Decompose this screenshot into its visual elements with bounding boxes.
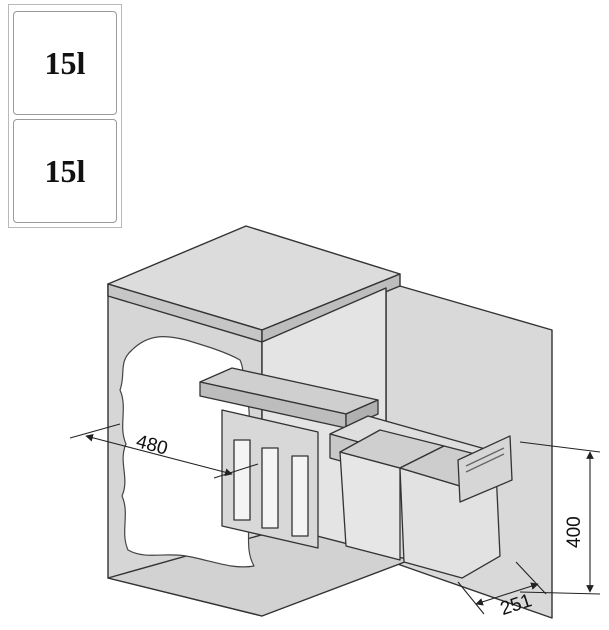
capacity-legend: 15l 15l	[8, 4, 122, 228]
height-dimension-label: 400	[564, 516, 585, 548]
bin-capacity-label: 15l	[44, 152, 86, 189]
dimension-lines	[69, 423, 601, 615]
bin-capacity-label: 15l	[44, 44, 86, 81]
bin-capacity-cell: 15l	[13, 119, 117, 223]
pullout-bin-illustration	[199, 367, 513, 579]
bin-capacity-cell: 15l	[13, 11, 117, 115]
